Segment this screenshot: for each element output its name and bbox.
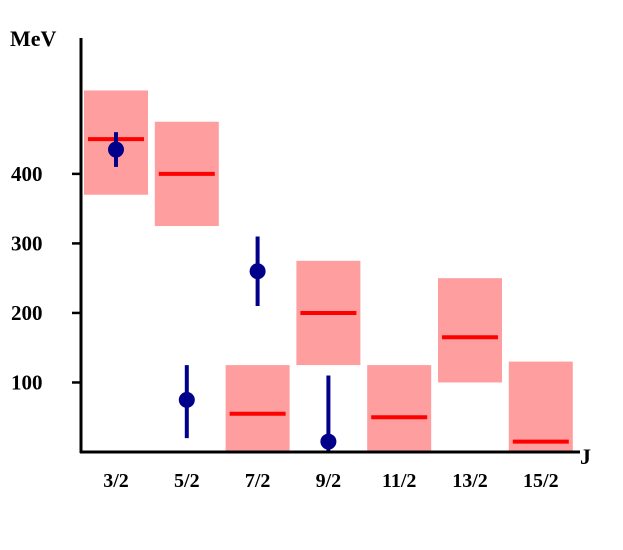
x-category-label: 11/2 bbox=[382, 470, 416, 492]
theory-band-13-2 bbox=[438, 278, 502, 383]
x-axis-title: J bbox=[580, 444, 591, 469]
y-ticks: 100 200 300 400 bbox=[11, 162, 82, 394]
experimental-points bbox=[108, 132, 337, 452]
y-tick-label: 400 bbox=[11, 162, 43, 186]
data-point-7-2 bbox=[249, 263, 266, 280]
x-category-labels: 3/2 5/2 7/2 9/2 11/2 13/2 15/2 bbox=[103, 470, 558, 492]
data-point-9-2 bbox=[320, 433, 337, 450]
y-axis-title: MeV bbox=[10, 26, 57, 51]
x-category-label: 7/2 bbox=[245, 470, 271, 492]
y-tick-label: 100 bbox=[11, 370, 43, 394]
theory-band-15-2 bbox=[508, 361, 573, 452]
x-category-label: 5/2 bbox=[174, 470, 200, 492]
theory-band-7-2 bbox=[225, 365, 290, 452]
y-tick-label: 200 bbox=[11, 301, 43, 325]
x-category-label: 15/2 bbox=[523, 470, 559, 492]
x-category-label: 9/2 bbox=[316, 470, 342, 492]
data-point-3-2 bbox=[108, 141, 124, 158]
y-tick-label: 300 bbox=[11, 231, 43, 255]
theory-band-11-2 bbox=[367, 365, 432, 452]
x-category-label: 3/2 bbox=[103, 470, 129, 492]
data-point-5-2 bbox=[178, 391, 195, 408]
x-category-label: 13/2 bbox=[452, 470, 488, 492]
theory-bands bbox=[84, 90, 573, 452]
